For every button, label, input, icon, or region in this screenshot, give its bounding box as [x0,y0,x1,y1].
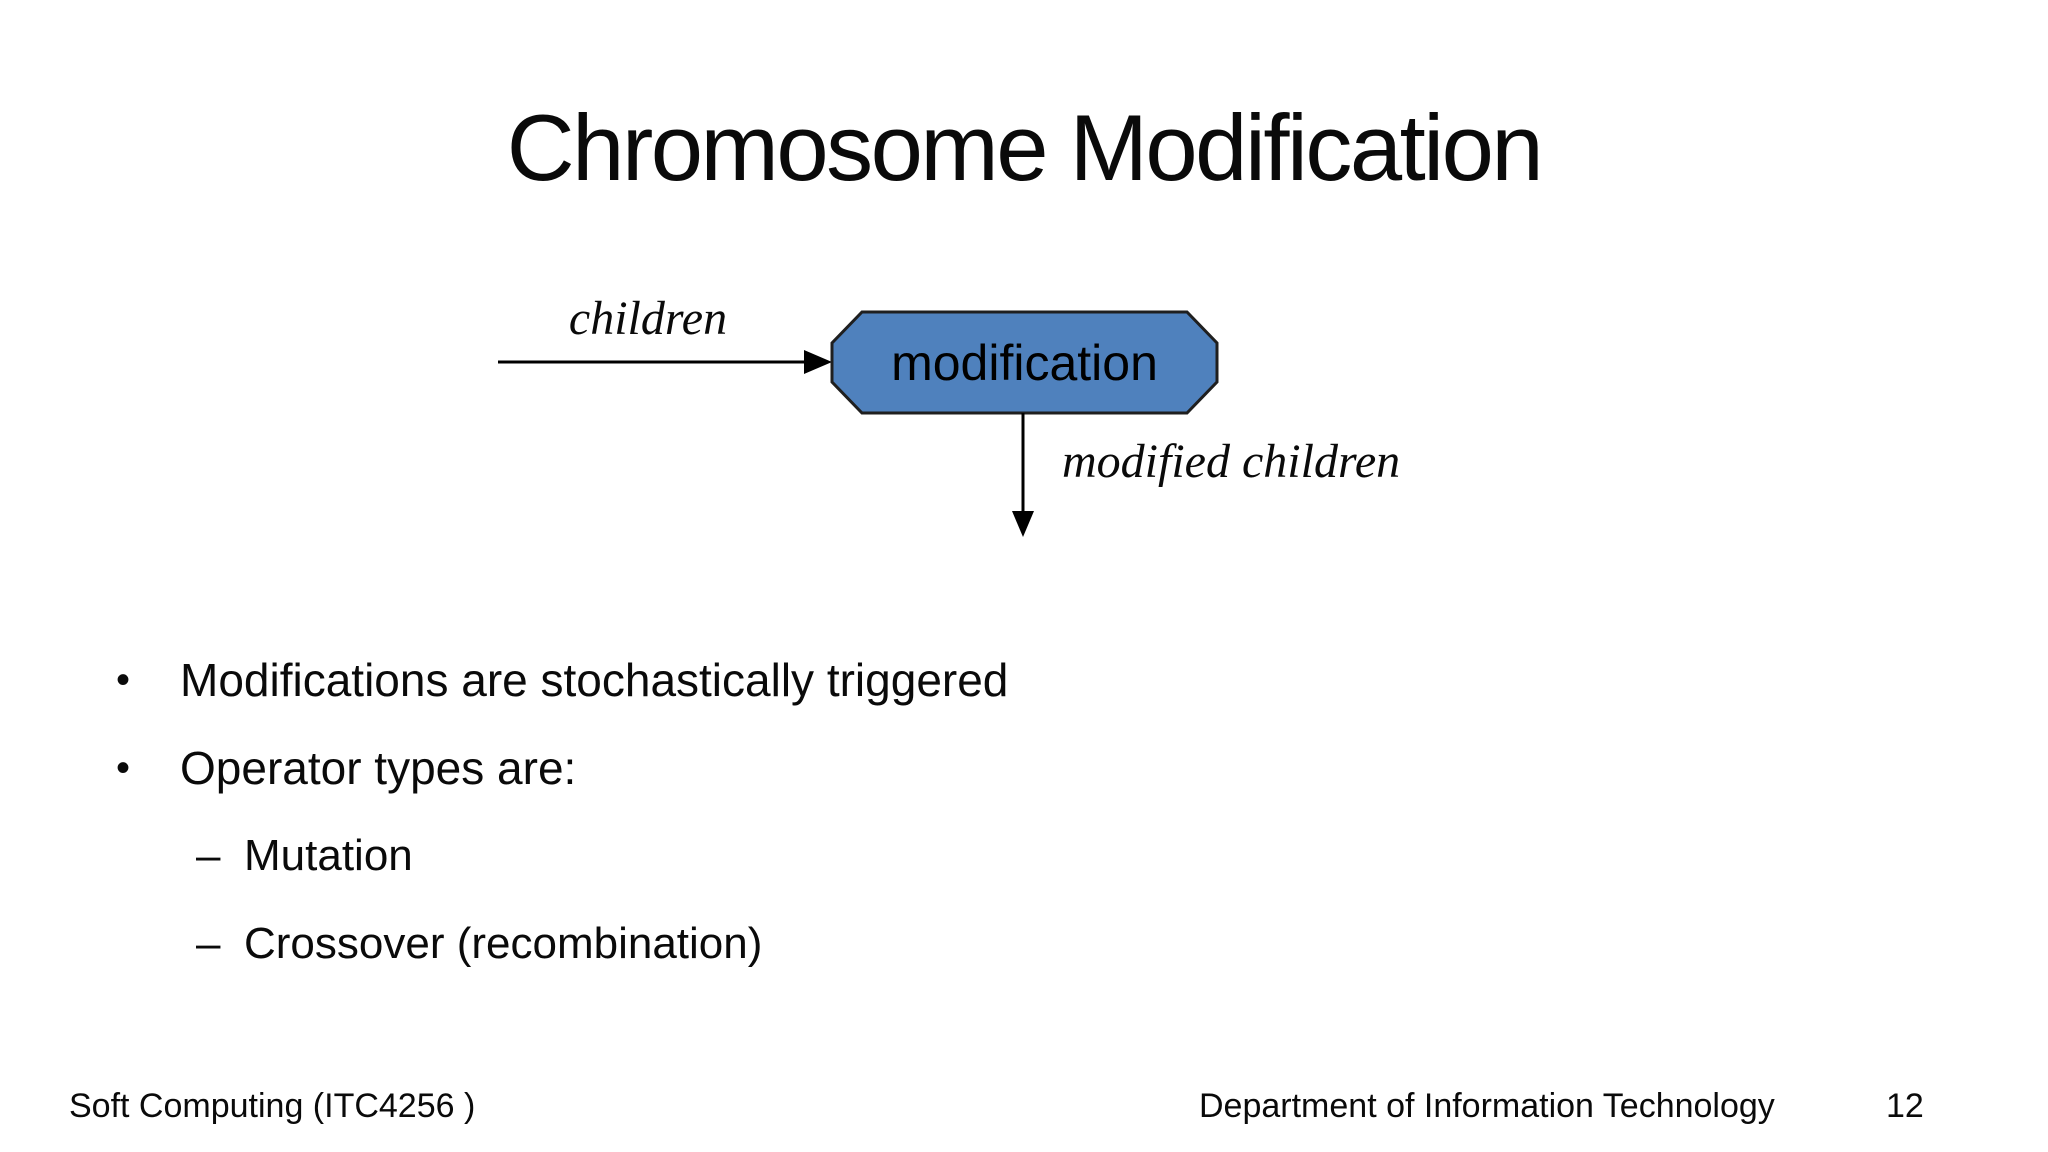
sub-bullet-item: – Crossover (recombination) [0,916,2048,972]
bullet-text: Modifications are stochastically trigger… [180,654,1009,706]
bullet-marker: • [116,746,131,790]
sub-bullet-text: Mutation [244,831,413,880]
output-arrow-head-icon [1012,511,1034,537]
sub-bullet-marker: – [196,831,221,880]
bullet-item: • Operator types are: [0,740,2048,796]
sub-bullet-text: Crossover (recombination) [244,919,763,968]
bullet-marker: • [116,658,131,702]
sub-bullet-item: – Mutation [0,828,2048,884]
footer-course-label: Soft Computing (ITC4256 ) [69,1087,476,1125]
slide-title: Chromosome Modification [506,95,1544,200]
input-arrow-head-icon [804,350,832,374]
footer-department-label: Department of Information Technology [1199,1087,1775,1125]
bullet-item: • Modifications are stochastically trigg… [0,652,2048,708]
modification-node-label: modification [891,334,1158,391]
modification-node-shape [830,310,1219,415]
flow-diagram [498,310,1219,537]
output-arrow-label: modified children [1062,435,1401,488]
page-number: 12 [1886,1087,1924,1125]
bullet-text: Operator types are: [180,742,577,794]
sub-bullet-marker: – [196,919,221,968]
input-arrow-label: children [568,292,728,345]
